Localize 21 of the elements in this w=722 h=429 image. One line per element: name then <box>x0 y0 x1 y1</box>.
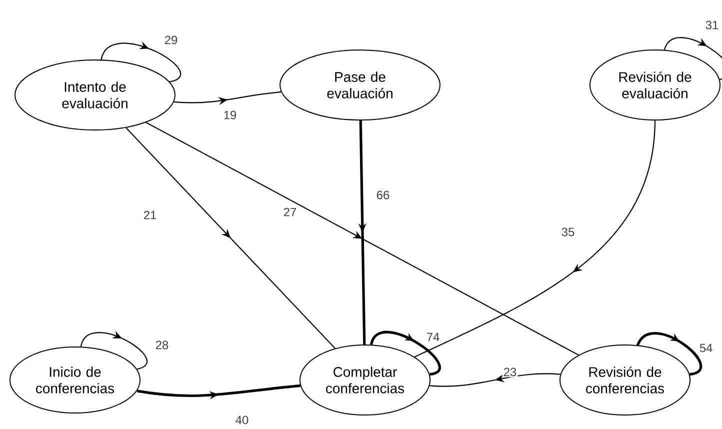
edge-label: 21 <box>142 210 158 220</box>
edge-label: 35 <box>560 226 576 238</box>
self-loop-arrow <box>664 37 722 80</box>
arrow <box>126 127 336 349</box>
edge-label: 74 <box>425 332 441 342</box>
edge-label: 31 <box>704 20 720 30</box>
edge-label: 40 <box>234 414 250 426</box>
edge-label: 28 <box>154 340 170 350</box>
edge-label: 66 <box>375 190 391 200</box>
edge-label: 54 <box>698 342 714 354</box>
arrow <box>430 373 560 387</box>
edge-label: 27 <box>282 206 298 218</box>
self-loop-arrow <box>636 332 702 376</box>
arrow <box>146 122 579 356</box>
arrow <box>414 120 656 358</box>
edge-label: 23 <box>502 366 518 378</box>
self-loop-arrow <box>370 330 441 376</box>
self-loop-arrow <box>80 330 148 370</box>
edge-label: 19 <box>222 110 238 120</box>
edge-label: 29 <box>163 34 179 46</box>
self-loop-arrow <box>100 42 181 82</box>
